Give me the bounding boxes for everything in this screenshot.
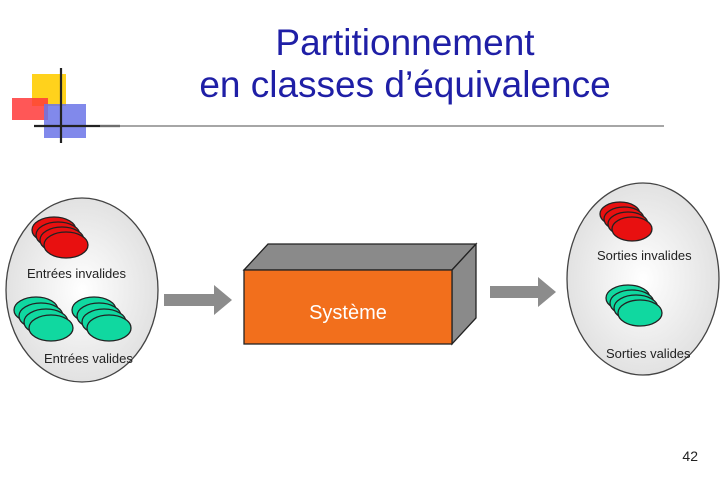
system-box-top [242,243,478,271]
slide-logo [12,68,120,143]
title-line-2: en classes d’équivalence [199,64,611,105]
logo-blue-square [44,104,86,138]
slide-title: Partitionnement en classes d’équivalence [150,22,660,106]
invalid-output-class [599,201,653,242]
valid-output-class [605,284,663,327]
title-line-1: Partitionnement [275,22,535,63]
invalid-input-class [31,216,89,259]
valid-outputs-label: Sorties valides [606,346,691,361]
valid-input-class-1 [13,296,74,342]
system-label: Système [309,302,387,324]
output-arrow [490,277,556,307]
valid-inputs-label: Entrées valides [44,351,133,366]
logo-red-square [12,98,48,120]
invalid-inputs-label: Entrées invalides [27,266,126,281]
valid-output-disk-4 [617,299,663,327]
system-box: Système [242,242,478,346]
input-arrow [164,285,232,315]
page-number: 42 [682,448,698,464]
valid-input-disk-1d [28,314,74,342]
title-underline [100,125,664,127]
valid-input-disk-2d [86,314,132,342]
output-domain-ellipse [566,182,720,376]
valid-input-class-2 [71,296,132,342]
system-box-front [243,269,453,345]
invalid-outputs-label: Sorties invalides [597,248,692,263]
invalid-output-disk-4 [611,216,653,242]
invalid-input-disk-4 [43,231,89,259]
